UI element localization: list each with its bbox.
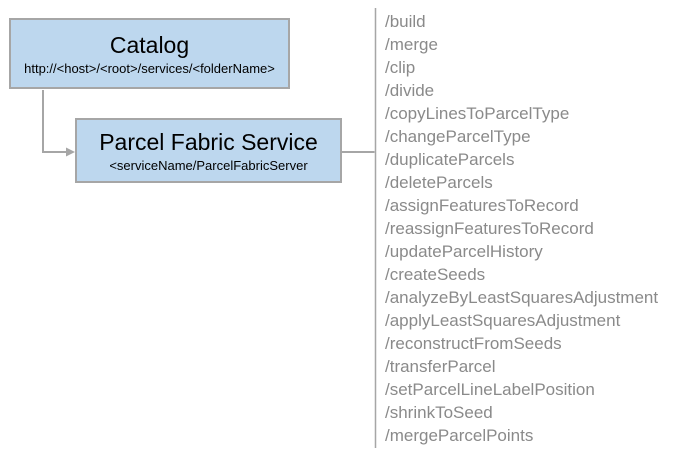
endpoint-item: /createSeeds xyxy=(385,265,486,284)
endpoint-item: /reassignFeaturesToRecord xyxy=(385,219,594,238)
endpoint-item: /copyLinesToParcelType xyxy=(385,104,570,123)
endpoint-list: /build/merge/clip/divide/copyLinesToParc… xyxy=(385,10,685,447)
endpoint-item: /mergeParcelPoints xyxy=(385,426,534,445)
endpoint-item: /divide xyxy=(385,81,435,100)
endpoint-item: /analyzeByLeastSquaresAdjustment xyxy=(385,288,659,307)
endpoint-item: /clip xyxy=(385,58,416,77)
endpoint-item: /assignFeaturesToRecord xyxy=(385,196,579,215)
endpoint-item: /changeParcelType xyxy=(385,127,531,146)
endpoint-item: /reconstructFromSeeds xyxy=(385,334,562,353)
endpoint-item: /shrinkToSeed xyxy=(385,403,493,422)
endpoint-item: /merge xyxy=(385,35,438,54)
endpoint-item: /setParcelLineLabelPosition xyxy=(385,380,595,399)
endpoint-item: /applyLeastSquaresAdjustment xyxy=(385,311,621,330)
endpoint-item: /transferParcel xyxy=(385,357,496,376)
parcel-fabric-service-node: Parcel Fabric Service <serviceName/Parce… xyxy=(75,118,342,183)
arrow-head-icon xyxy=(66,147,75,157)
service-url: <serviceName/ParcelFabricServer xyxy=(109,158,308,173)
catalog-node: Catalog http://<host>/<root>/services/<f… xyxy=(9,18,290,89)
catalog-url: http://<host>/<root>/services/<folderNam… xyxy=(24,61,275,76)
endpoint-item: /duplicateParcels xyxy=(385,150,515,169)
catalog-to-service-connector xyxy=(42,90,67,153)
catalog-title: Catalog xyxy=(109,32,190,58)
endpoint-item: /build xyxy=(385,12,426,31)
endpoint-item: /deleteParcels xyxy=(385,173,493,192)
service-title: Parcel Fabric Service xyxy=(99,129,318,155)
endpoint-item: /updateParcelHistory xyxy=(385,242,543,261)
